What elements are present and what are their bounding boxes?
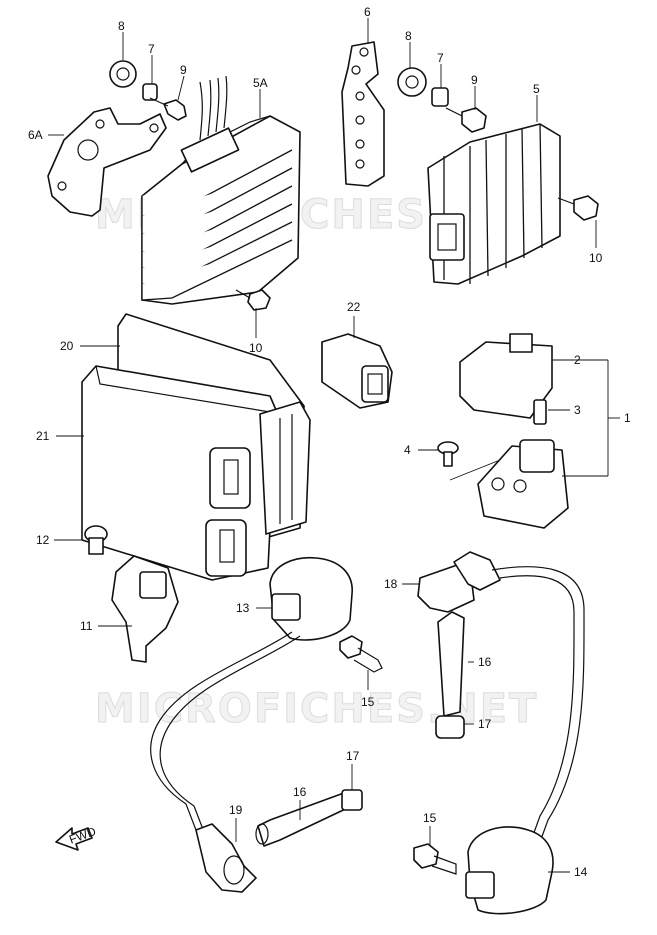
callout-2: 2	[574, 353, 581, 367]
callout-15: 15	[423, 811, 437, 825]
bolt-12	[84, 525, 108, 555]
collar-17b	[341, 789, 363, 811]
callout-4: 4	[404, 443, 411, 457]
callout-20: 20	[60, 339, 74, 353]
connector-22	[321, 333, 393, 409]
regulator-5a	[141, 75, 301, 305]
leader-lines	[48, 18, 620, 873]
callout-9: 9	[471, 73, 478, 87]
screw-4	[437, 441, 459, 467]
ignition-coil-13	[269, 556, 353, 641]
hose-16a	[437, 611, 465, 717]
callout-16: 16	[478, 655, 492, 669]
callout-19: 19	[229, 803, 243, 817]
callout-14: 14	[574, 865, 588, 879]
rubber-grommet-8a	[109, 60, 137, 88]
bolt-9a	[149, 97, 187, 121]
relay-body-1	[477, 439, 569, 529]
callout-17: 17	[346, 749, 360, 763]
callout-13: 13	[236, 601, 250, 615]
hv-cable-rear	[491, 566, 585, 843]
callout-9: 9	[180, 63, 187, 77]
callout-18: 18	[384, 577, 398, 591]
bracket-6a	[47, 107, 167, 217]
watermark-bottom: MICROFICHES.NET	[95, 686, 538, 732]
callout-7: 7	[437, 51, 444, 65]
callout-6a: 6A	[28, 128, 43, 142]
fwd-arrow-icon: FWD	[55, 824, 98, 851]
ignition-coil-14	[465, 826, 554, 915]
callout-22: 22	[347, 300, 361, 314]
fuse-3	[533, 399, 547, 425]
callout-10: 10	[589, 251, 603, 265]
hv-cable-front	[150, 631, 293, 831]
bolt-10a	[235, 289, 271, 311]
callout-15: 15	[361, 695, 375, 709]
bolt-9b	[445, 107, 487, 133]
plug-cap-19	[195, 823, 257, 893]
bolt-10b	[557, 195, 599, 221]
callouts: 8 7 9 5A 6A 6 8 7 9 5 10 10 20 22 21 2 3…	[28, 5, 631, 879]
bolt-15a	[339, 635, 383, 673]
bolt-15b	[413, 843, 457, 875]
callout-5a: 5A	[253, 76, 268, 90]
rubber-grommet-8b	[397, 67, 427, 97]
callout-11: 11	[80, 619, 93, 633]
callout-17: 17	[478, 717, 492, 731]
callout-5: 5	[533, 82, 540, 96]
callout-10: 10	[249, 341, 263, 355]
ecm-unit	[81, 313, 311, 581]
sensor-11	[111, 555, 179, 663]
bracket-6	[341, 41, 385, 187]
callout-8: 8	[118, 19, 125, 33]
callout-1: 1	[624, 411, 631, 425]
callout-21: 21	[36, 429, 50, 443]
callout-7: 7	[148, 42, 155, 56]
callout-16: 16	[293, 785, 307, 799]
collar-7b	[431, 87, 449, 107]
callout-12: 12	[36, 533, 50, 547]
callout-3: 3	[574, 403, 581, 417]
collar-17a	[435, 715, 465, 739]
callout-6: 6	[364, 5, 371, 19]
collar-7a	[142, 83, 158, 101]
callout-8: 8	[405, 29, 412, 43]
plug-cap-18	[417, 551, 501, 613]
relay-cover-2	[459, 333, 553, 419]
screw-guideline	[449, 459, 501, 481]
regulator-5	[427, 123, 561, 285]
